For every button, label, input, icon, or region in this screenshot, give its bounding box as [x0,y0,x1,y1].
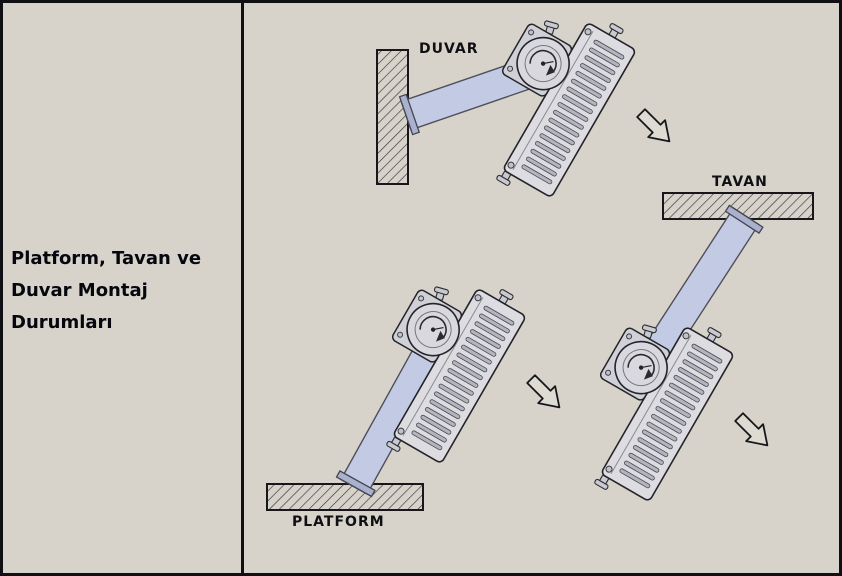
platform-label: PLATFORM [292,514,385,530]
mount-arm [335,322,455,498]
platform-hatch [266,483,424,511]
page-title: Platform, Tavan ve Duvar Montaj Durumlar… [11,248,202,333]
mounting-diagram [266,3,814,576]
tavan-diagram [552,192,814,512]
duvar-label: DUVAR [419,41,479,57]
duvar-diagram [376,3,678,208]
divider [241,3,244,573]
tavan-label: TAVAN [712,174,768,190]
wall-hatch [376,49,409,185]
platform-diagram [266,253,568,511]
